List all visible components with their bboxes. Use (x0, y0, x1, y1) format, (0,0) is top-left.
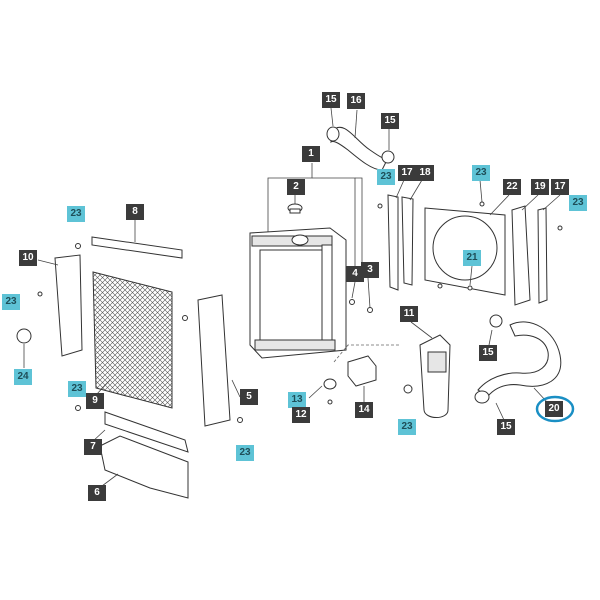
callout-12: 12 (292, 407, 310, 423)
seal-strips-right (511, 194, 563, 306)
seal-strips-left (377, 179, 423, 291)
callout-23-b: 23 (472, 165, 490, 181)
callout-23-a: 23 (377, 169, 395, 185)
left-side-plate (37, 254, 83, 357)
callout-23-g: 23 (398, 419, 416, 435)
fan-shroud (424, 179, 510, 296)
callout-15-top-right: 15 (381, 113, 399, 129)
callout-23-h: 23 (236, 445, 254, 461)
highlight-ring (535, 395, 575, 423)
callout-24: 24 (14, 369, 32, 385)
side-bracket (182, 294, 243, 427)
callout-9: 9 (86, 393, 104, 409)
callout-6: 6 (88, 485, 106, 501)
callout-3: 3 (361, 262, 379, 278)
callout-20: 20 (545, 401, 563, 417)
callout-23-c: 23 (569, 195, 587, 211)
callout-23-f: 23 (68, 381, 86, 397)
callout-2: 2 (287, 179, 305, 195)
foam-block (99, 435, 189, 499)
callout-23-d: 23 (67, 206, 85, 222)
callout-7: 7 (84, 439, 102, 455)
callout-4: 4 (346, 266, 364, 282)
callout-11: 11 (400, 306, 418, 322)
drain-fittings (349, 277, 373, 313)
callout-15-mid: 15 (479, 345, 497, 361)
callout-17-b: 17 (551, 179, 569, 195)
callout-17-a: 17 (398, 165, 416, 181)
callout-15-bottom: 15 (497, 419, 515, 435)
knob-24 (16, 328, 32, 368)
callout-8: 8 (126, 204, 144, 220)
callout-10: 10 (19, 250, 37, 266)
assembly-leader-1 (267, 163, 363, 270)
callout-1: 1 (302, 146, 320, 162)
radiator-cap (287, 195, 303, 214)
upper-hose (326, 107, 395, 171)
callout-19: 19 (531, 179, 549, 195)
callout-13: 13 (288, 392, 306, 408)
rubber-mounts (308, 378, 337, 405)
mesh-screen (75, 271, 173, 411)
callout-23-e: 23 (2, 294, 20, 310)
foam-pad-14 (333, 344, 400, 402)
callout-22: 22 (503, 179, 521, 195)
callout-14: 14 (355, 402, 373, 418)
callout-21: 21 (463, 250, 481, 266)
expansion-tank (403, 321, 451, 418)
callout-15-top-left: 15 (322, 92, 340, 108)
callout-5: 5 (240, 389, 258, 405)
radiator-core (249, 227, 347, 359)
callout-18: 18 (416, 165, 434, 181)
callout-16: 16 (347, 93, 365, 109)
top-bracket (75, 220, 183, 259)
lower-hose (474, 314, 562, 421)
